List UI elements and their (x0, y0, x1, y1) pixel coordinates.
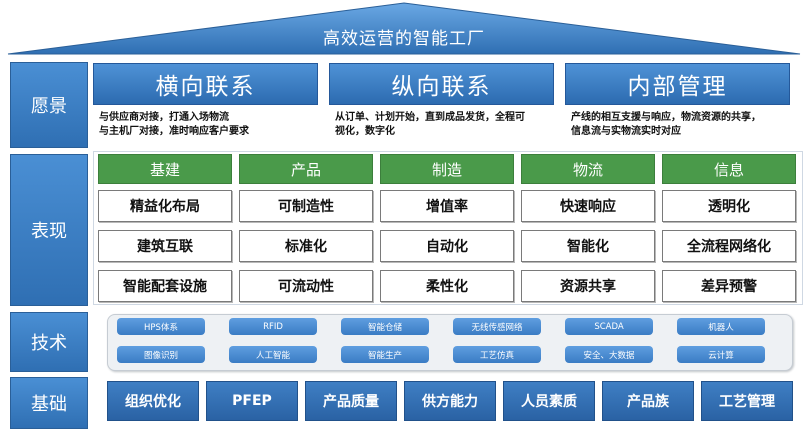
vision-description-line: 与主机厂对接，准时响应客户要求 (99, 126, 249, 137)
performance-header: 信息 (662, 154, 796, 184)
performance-item: 增值率 (380, 190, 514, 222)
row-label-technology: 技术 (10, 312, 88, 372)
tech-pill: 智能生产 (341, 346, 429, 363)
roof-banner (7, 2, 801, 55)
performance-item: 差异预警 (662, 270, 796, 302)
performance-item: 智能化 (521, 230, 655, 262)
tech-pill: 无线传感网络 (453, 318, 541, 335)
performance-item: 资源共享 (521, 270, 655, 302)
performance-column-information: 信息 透明化 全流程网络化 差异预警 (662, 154, 796, 302)
foundation-item: 产品质量 (305, 381, 397, 421)
performance-column-infrastructure: 基建 精益化布局 建筑互联 智能配套设施 (98, 154, 232, 302)
vision-card-horizontal: 横向联系 与供应商对接，打通入场物流 与主机厂对接，准时响应客户要求 (93, 63, 318, 139)
performance-header: 制造 (380, 154, 514, 184)
performance-item: 透明化 (662, 190, 796, 222)
foundation-item: PFEP (206, 381, 298, 421)
tech-pill: 工艺仿真 (453, 346, 541, 363)
row-label-performance: 表现 (10, 154, 88, 306)
tech-pill: SCADA (565, 318, 653, 335)
performance-header: 产品 (239, 154, 373, 184)
performance-column-logistics: 物流 快速响应 智能化 资源共享 (521, 154, 655, 302)
performance-header: 基建 (98, 154, 232, 184)
performance-frame (93, 151, 803, 305)
tech-pill: HPS体系 (117, 318, 205, 335)
tech-pill: 智能仓储 (341, 318, 429, 335)
performance-item: 智能配套设施 (98, 270, 232, 302)
page-title: 高效运营的智能工厂 (323, 29, 485, 49)
foundation-item: 人员素质 (503, 381, 595, 421)
performance-item: 可制造性 (239, 190, 373, 222)
performance-item: 快速响应 (521, 190, 655, 222)
vision-card-vertical: 纵向联系 从订单、计划开始，直到成品发货，全程可 视化，数字化 (329, 63, 554, 139)
vision-description: 产线的相互支援与响应，物流资源的共享， 信息流与实物流实时对应 (565, 111, 790, 139)
tech-pill: 图像识别 (117, 346, 205, 363)
vision-title: 横向联系 (93, 63, 318, 105)
tech-pill: 人工智能 (229, 346, 317, 363)
performance-item: 自动化 (380, 230, 514, 262)
foundation-item: 工艺管理 (701, 381, 793, 421)
performance-header: 物流 (521, 154, 655, 184)
performance-item: 标准化 (239, 230, 373, 262)
performance-item: 精益化布局 (98, 190, 232, 222)
row-label-vision: 愿景 (10, 62, 88, 148)
vision-description-line: 与供应商对接，打通入场物流 (99, 112, 229, 123)
performance-item: 柔性化 (380, 270, 514, 302)
tech-pill: 机器人 (677, 318, 765, 335)
foundation-item: 供方能力 (404, 381, 496, 421)
tech-pill: RFID (229, 318, 317, 335)
tech-pill: 云计算 (677, 346, 765, 363)
performance-item: 全流程网络化 (662, 230, 796, 262)
vision-title: 内部管理 (565, 63, 790, 105)
vision-description-line: 产线的相互支援与响应，物流资源的共享， (571, 112, 761, 123)
row-label-foundation: 基础 (10, 377, 88, 429)
foundation-item: 产品族 (602, 381, 694, 421)
performance-item: 建筑互联 (98, 230, 232, 262)
vision-description-line: 信息流与实物流实时对应 (571, 126, 681, 137)
vision-card-internal: 内部管理 产线的相互支援与响应，物流资源的共享， 信息流与实物流实时对应 (565, 63, 790, 139)
foundation-item: 组织优化 (107, 381, 199, 421)
performance-column-product: 产品 可制造性 标准化 可流动性 (239, 154, 373, 302)
tech-pill: 安全、大数据 (565, 346, 653, 363)
performance-item: 可流动性 (239, 270, 373, 302)
vision-description: 与供应商对接，打通入场物流 与主机厂对接，准时响应客户要求 (93, 111, 318, 139)
vision-description: 从订单、计划开始，直到成品发货，全程可 视化，数字化 (329, 111, 554, 139)
vision-description-line: 从订单、计划开始，直到成品发货，全程可 (335, 112, 525, 123)
vision-title: 纵向联系 (329, 63, 554, 105)
performance-column-manufacturing: 制造 增值率 自动化 柔性化 (380, 154, 514, 302)
vision-description-line: 视化，数字化 (335, 126, 395, 137)
